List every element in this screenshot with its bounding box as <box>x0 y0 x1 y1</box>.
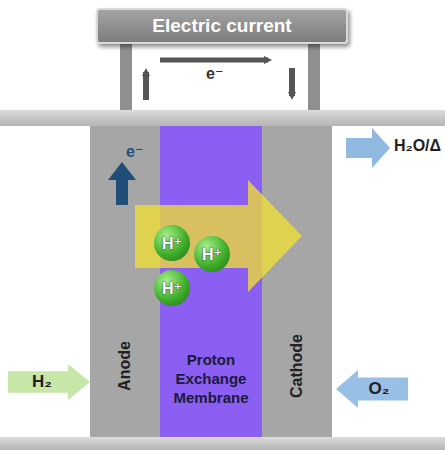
gas-arrow: H₂ <box>8 364 90 400</box>
node-text: H⁺ <box>162 234 182 253</box>
node-text: Cathode <box>288 334 306 398</box>
flow-label: e⁻ <box>126 142 143 161</box>
arrow-fill <box>336 370 408 408</box>
node-text: Electric current <box>152 15 291 37</box>
proton-circle: H⁺ <box>154 225 190 261</box>
bottom-plate <box>0 437 445 450</box>
gas-arrow: O₂ <box>336 370 408 408</box>
arrow-fill <box>8 364 90 400</box>
flow-label: e⁻ <box>206 64 223 83</box>
water-arrow <box>346 128 390 168</box>
node-text: Proton Exchange Membrane <box>164 350 258 407</box>
node-text: Anode <box>116 341 134 391</box>
wire <box>308 42 320 112</box>
flow-arrow <box>160 58 268 63</box>
wire <box>120 42 132 112</box>
node-text: H₂ <box>32 372 52 392</box>
node-text: O₂ <box>369 379 390 399</box>
node-text: H⁺ <box>162 279 182 298</box>
current-box: Electric current <box>96 8 348 44</box>
electrode-band: Cathode <box>262 126 332 437</box>
flow-arrow <box>143 72 149 100</box>
flow-arrow <box>289 68 295 96</box>
proton-circle: H⁺ <box>194 236 230 272</box>
top-plate <box>0 110 445 126</box>
electrode-band: Anode <box>90 126 160 437</box>
node-text: H⁺ <box>202 245 222 264</box>
proton-circle: H⁺ <box>154 270 190 306</box>
flow-label: H₂O/Δ <box>394 137 441 155</box>
